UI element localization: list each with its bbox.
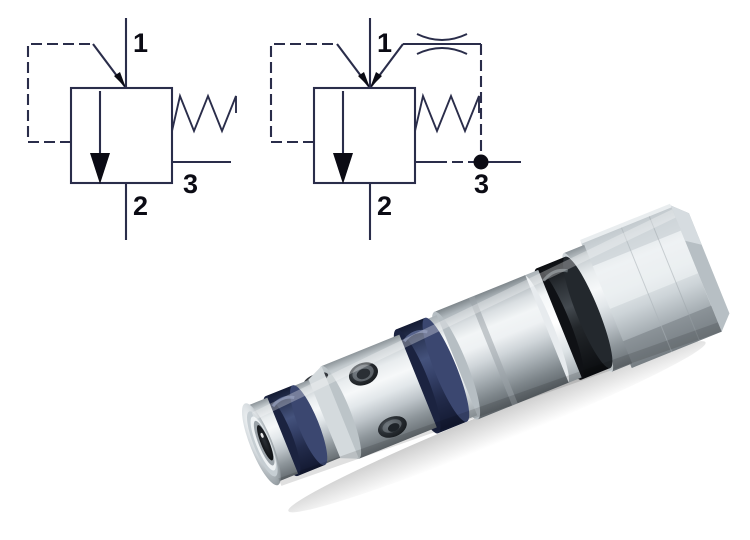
diagram-1-pressure-reducing-valve: 1 2 3 <box>26 18 237 240</box>
diagram-1-flow-arrowhead <box>90 153 110 184</box>
nose-face <box>242 403 281 486</box>
diagram-1-spring <box>171 92 237 134</box>
bottom-shade-streak <box>278 322 722 486</box>
valve-assembly <box>242 203 730 513</box>
diagram-2-pilot-arrowhead-right <box>370 72 382 88</box>
diagram-1-pilot-dashed-line <box>26 42 93 144</box>
diagram-2-spring <box>414 92 480 134</box>
diagram-1-valve-box <box>69 86 174 185</box>
diagram-2-pressure-reducing-relieving-valve: 1 2 3 <box>269 18 521 240</box>
bore-specular-highlight <box>260 432 264 438</box>
diagram-2-orifice-arc-bottom <box>416 47 468 55</box>
diagram-1-pilot-arrowhead <box>114 72 126 88</box>
top-specular-streak <box>251 209 676 420</box>
diagram-2-orifice-arc-top <box>416 33 468 41</box>
diagram-2-pilot-arrowhead-left <box>358 72 370 88</box>
diagram-2-label-port-2: 2 <box>377 191 392 221</box>
diagram-1-label-port-3: 3 <box>183 169 198 199</box>
diagram-1-label-port-1: 1 <box>133 28 148 58</box>
valve-drop-shadow <box>288 341 706 513</box>
diagram-2-valve-box <box>312 86 417 185</box>
diagram-1-label-port-2: 2 <box>133 191 148 221</box>
diagram-2-pilot-dashed-line-left <box>269 42 337 144</box>
diagram-2-junction-dot <box>473 154 489 170</box>
diagram-2-label-port-1: 1 <box>377 28 392 58</box>
diagram-2-flow-arrowhead <box>333 153 353 184</box>
diagram-2-label-port-3: 3 <box>474 169 489 199</box>
